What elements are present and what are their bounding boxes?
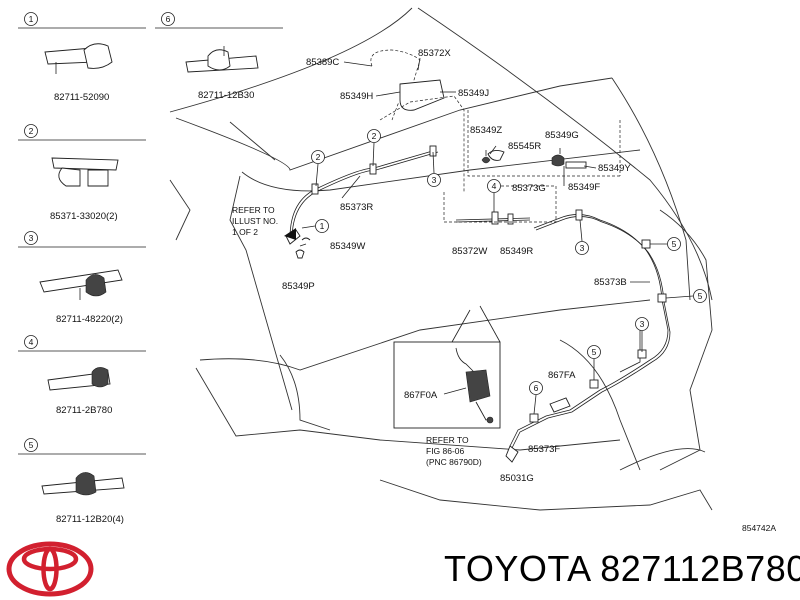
svg-text:85349W: 85349W xyxy=(330,241,365,252)
svg-text:5: 5 xyxy=(592,347,597,357)
legend-item-3: 3 82711-48220(2) xyxy=(18,231,146,325)
svg-text:85545R: 85545R xyxy=(508,141,541,152)
clip-icon xyxy=(39,269,123,300)
svg-text:85389C: 85389C xyxy=(306,57,339,68)
svg-text:1: 1 xyxy=(29,14,34,24)
svg-text:85372X: 85372X xyxy=(418,48,451,59)
actuator-inset xyxy=(393,305,501,429)
callout-circles: 2 2 3 1 4 3 5 5 3 5 6 xyxy=(311,129,707,395)
svg-text:REFER TO: REFER TO xyxy=(426,435,469,445)
part-85349G-icon xyxy=(551,148,565,167)
svg-text:6: 6 xyxy=(166,14,171,24)
part-867FA-icon xyxy=(549,397,571,413)
svg-text:85349R: 85349R xyxy=(500,246,533,257)
svg-text:5: 5 xyxy=(698,291,703,301)
detail-frame-top xyxy=(379,95,621,223)
svg-text:867FA: 867FA xyxy=(548,370,576,381)
svg-text:82711-48220(2): 82711-48220(2) xyxy=(56,314,123,325)
svg-text:4: 4 xyxy=(492,181,497,191)
clip-icon xyxy=(41,472,125,496)
svg-text:85373B: 85373B xyxy=(594,277,627,288)
part-85349Y-icon xyxy=(565,161,587,169)
diagram-code: 854742A xyxy=(742,523,776,533)
svg-text:82711-12B20(4): 82711-12B20(4) xyxy=(56,514,124,525)
part-85349W-icon xyxy=(284,228,311,245)
legend-item-2: 2 85371-33020(2) xyxy=(18,124,146,222)
svg-text:85349P: 85349P xyxy=(282,281,315,292)
clip-icon xyxy=(47,367,111,391)
svg-text:82711-2B780: 82711-2B780 xyxy=(56,405,112,416)
svg-text:4: 4 xyxy=(29,337,34,347)
svg-text:85349J: 85349J xyxy=(458,88,489,99)
harness-clamps xyxy=(311,145,667,423)
svg-text:1: 1 xyxy=(320,221,325,231)
svg-text:2: 2 xyxy=(372,131,377,141)
clamp-icon xyxy=(44,43,113,74)
part-labels: 85389C 85372X 85349H 85349J 85349Z 85545… xyxy=(282,48,631,484)
refer-fig-note: REFER TO FIG 86-06 (PNC 86790D) xyxy=(426,435,482,467)
legend-item-4: 4 82711-2B780 xyxy=(18,335,146,416)
svg-text:2: 2 xyxy=(29,126,34,136)
svg-text:85349Z: 85349Z xyxy=(470,125,502,136)
svg-text:3: 3 xyxy=(432,175,437,185)
svg-text:85371-33020(2): 85371-33020(2) xyxy=(50,211,118,222)
legend-item-5: 5 82711-12B20(4) xyxy=(18,438,146,525)
svg-text:85373R: 85373R xyxy=(340,202,373,213)
svg-text:867F0A: 867F0A xyxy=(404,390,438,401)
svg-text:(PNC 86790D): (PNC 86790D) xyxy=(426,457,482,467)
svg-text:85349H: 85349H xyxy=(340,91,373,102)
svg-text:1 OF 2: 1 OF 2 xyxy=(232,227,258,237)
svg-text:5: 5 xyxy=(29,440,34,450)
brand-part-number: TOYOTA 827112B780 xyxy=(444,548,800,589)
grommet-icon xyxy=(51,157,119,187)
leader-lines xyxy=(299,57,694,415)
svg-text:5: 5 xyxy=(672,239,677,249)
svg-text:3: 3 xyxy=(29,233,34,243)
part-85031G-icon xyxy=(505,445,519,463)
wire-harness xyxy=(289,149,671,449)
svg-text:85349Y: 85349Y xyxy=(598,163,631,174)
svg-text:85372W: 85372W xyxy=(452,246,487,257)
legend-item-6: 6 82711-12B30 xyxy=(155,12,283,101)
svg-text:85349G: 85349G xyxy=(545,130,579,141)
washer-hose-loop xyxy=(370,49,445,121)
clip-icon xyxy=(185,46,259,73)
svg-text:85373F: 85373F xyxy=(528,444,560,455)
part-85545R-icon xyxy=(487,149,505,161)
svg-text:3: 3 xyxy=(580,243,585,253)
svg-text:3: 3 xyxy=(640,319,645,329)
toyota-logo-icon xyxy=(6,541,94,597)
svg-text:REFER TO: REFER TO xyxy=(232,205,275,215)
part-85349Z-icon xyxy=(481,150,491,164)
svg-text:FIG 86-06: FIG 86-06 xyxy=(426,446,465,456)
part-85349P-icon xyxy=(295,249,305,259)
svg-text:85373G: 85373G xyxy=(512,183,546,194)
svg-text:82711-52090: 82711-52090 xyxy=(54,92,109,103)
svg-text:6: 6 xyxy=(534,383,539,393)
svg-text:ILLUST NO.: ILLUST NO. xyxy=(232,216,278,226)
svg-text:85031G: 85031G xyxy=(500,473,534,484)
refer-illust-note: REFER TO ILLUST NO. 1 OF 2 xyxy=(232,205,278,237)
svg-text:85349F: 85349F xyxy=(568,182,600,193)
svg-text:2: 2 xyxy=(316,152,321,162)
legend-item-1: 1 82711-52090 xyxy=(18,12,146,103)
